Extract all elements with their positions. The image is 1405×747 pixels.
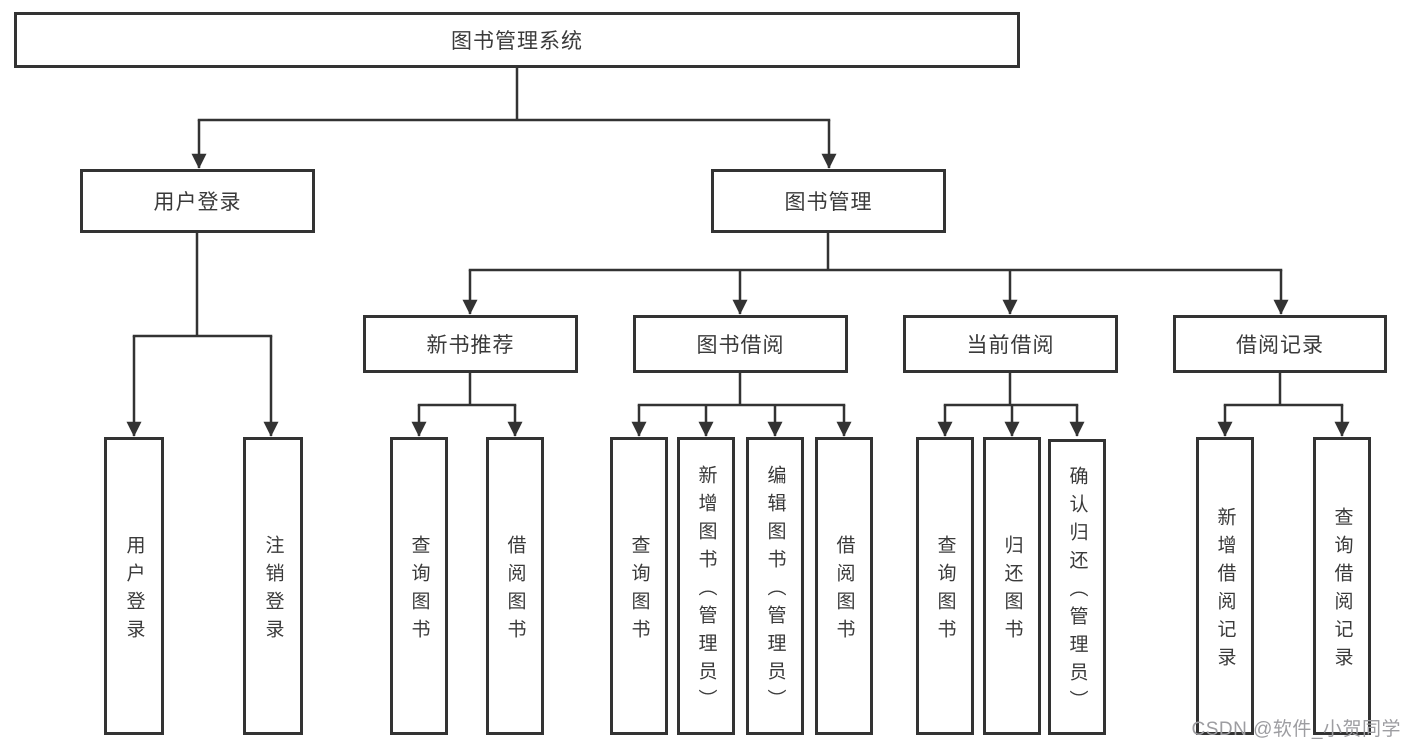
node-label: 借阅图书	[833, 534, 855, 647]
node-library-management-system: 图书管理系统	[14, 12, 1020, 68]
node-book-borrowing: 图书借阅	[633, 315, 848, 373]
leaf-cb-query-books: 查询图书	[916, 437, 974, 735]
node-label: 编辑图书（管理员）	[764, 464, 786, 717]
node-label: 确认归还（管理员）	[1066, 465, 1088, 718]
leaf-bb-add-books-admin: 新增图书（管理员）	[677, 437, 735, 735]
leaf-cb-return-books: 归还图书	[983, 437, 1041, 735]
leaf-user-login: 用户登录	[104, 437, 164, 735]
leaf-nbr-borrow-books: 借阅图书	[486, 437, 544, 735]
node-label: 借阅记录	[1236, 334, 1324, 357]
node-label: 注销登录	[262, 534, 284, 647]
node-label: 图书管理	[784, 191, 873, 214]
leaf-br-add-record: 新增借阅记录	[1196, 437, 1254, 735]
leaf-bb-borrow-books: 借阅图书	[815, 437, 873, 735]
node-current-borrowing: 当前借阅	[903, 315, 1118, 373]
leaf-bb-edit-books-admin: 编辑图书（管理员）	[746, 437, 804, 735]
node-label: 新书推荐	[426, 334, 515, 357]
node-new-book-recommendation: 新书推荐	[363, 315, 578, 373]
node-label: 用户登录	[153, 191, 242, 214]
node-label: 查询图书	[408, 534, 430, 647]
node-label: 图书管理系统	[451, 30, 583, 53]
leaf-bb-query-books: 查询图书	[610, 437, 668, 735]
node-label: 归还图书	[1001, 534, 1023, 647]
leaf-nbr-query-books: 查询图书	[390, 437, 448, 735]
node-label: 借阅图书	[504, 534, 526, 647]
node-label: 查询图书	[934, 534, 956, 647]
node-book-management: 图书管理	[711, 169, 946, 233]
leaf-br-query-record: 查询借阅记录	[1313, 437, 1371, 735]
node-borrowing-records: 借阅记录	[1173, 315, 1387, 373]
node-label: 查询借阅记录	[1331, 506, 1353, 675]
node-label: 图书借阅	[696, 334, 785, 357]
node-user-login: 用户登录	[80, 169, 315, 233]
node-label: 当前借阅	[966, 334, 1055, 357]
node-label: 查询图书	[628, 534, 650, 647]
leaf-logout: 注销登录	[243, 437, 303, 735]
leaf-cb-confirm-return-admin: 确认归还（管理员）	[1048, 439, 1106, 735]
node-label: 新增借阅记录	[1214, 506, 1236, 675]
node-label: 用户登录	[123, 534, 145, 647]
node-label: 新增图书（管理员）	[695, 464, 717, 717]
csdn-watermark: CSDN @软件_小贺同学	[1191, 719, 1401, 740]
